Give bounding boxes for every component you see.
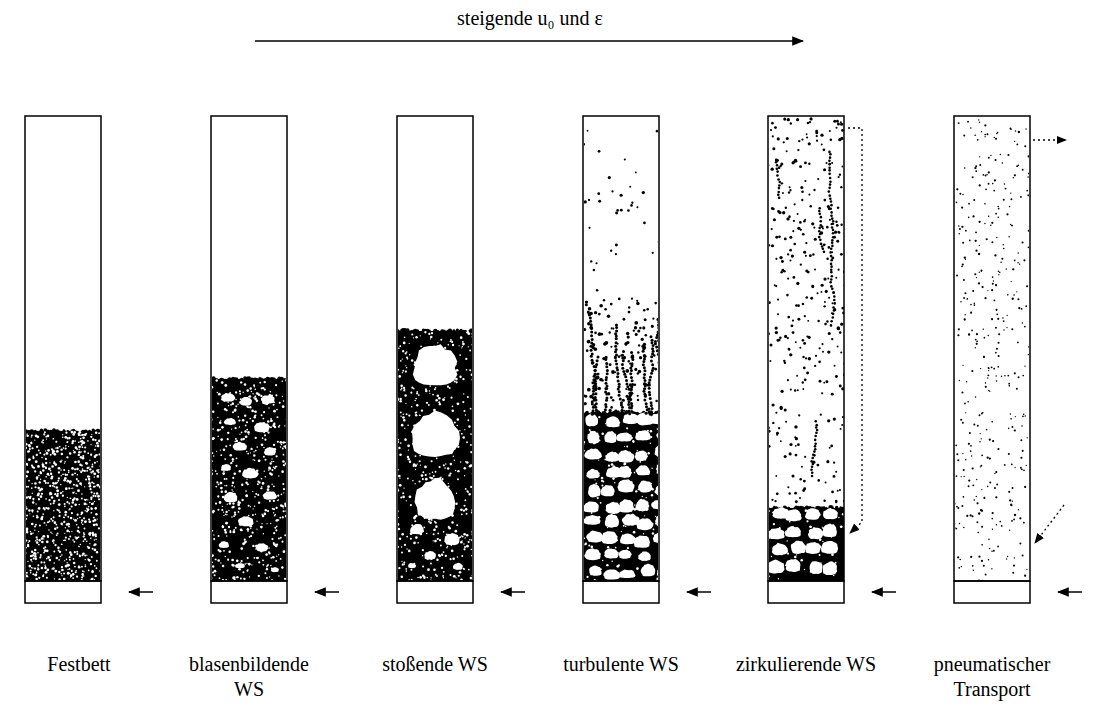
regime-name: turbulente WS [546,652,696,677]
regime-label: turbulente WS [546,652,696,677]
trend-label: steigende u₀ und ε [453,6,607,30]
trend-arrow [255,40,803,42]
regime-label: zirkulierende WS [731,652,881,677]
regime-name: stoßende WS [360,652,510,677]
regime-label: blasenbildende WS [174,652,324,702]
regime-label: Festbett [4,652,154,677]
regime-name: blasenbildende WS [174,652,324,702]
recirculation-arrows [848,128,1066,543]
regime-label: stoßende WS [360,652,510,677]
regime-name: zirkulierende WS [731,652,881,677]
regime-label: pneumatischer Transport [917,652,1067,702]
particle-fill [24,117,1031,582]
regime-name: Festbett [4,652,154,677]
regime-name: pneumatischer Transport [917,652,1067,702]
column-outlines [25,116,1082,603]
